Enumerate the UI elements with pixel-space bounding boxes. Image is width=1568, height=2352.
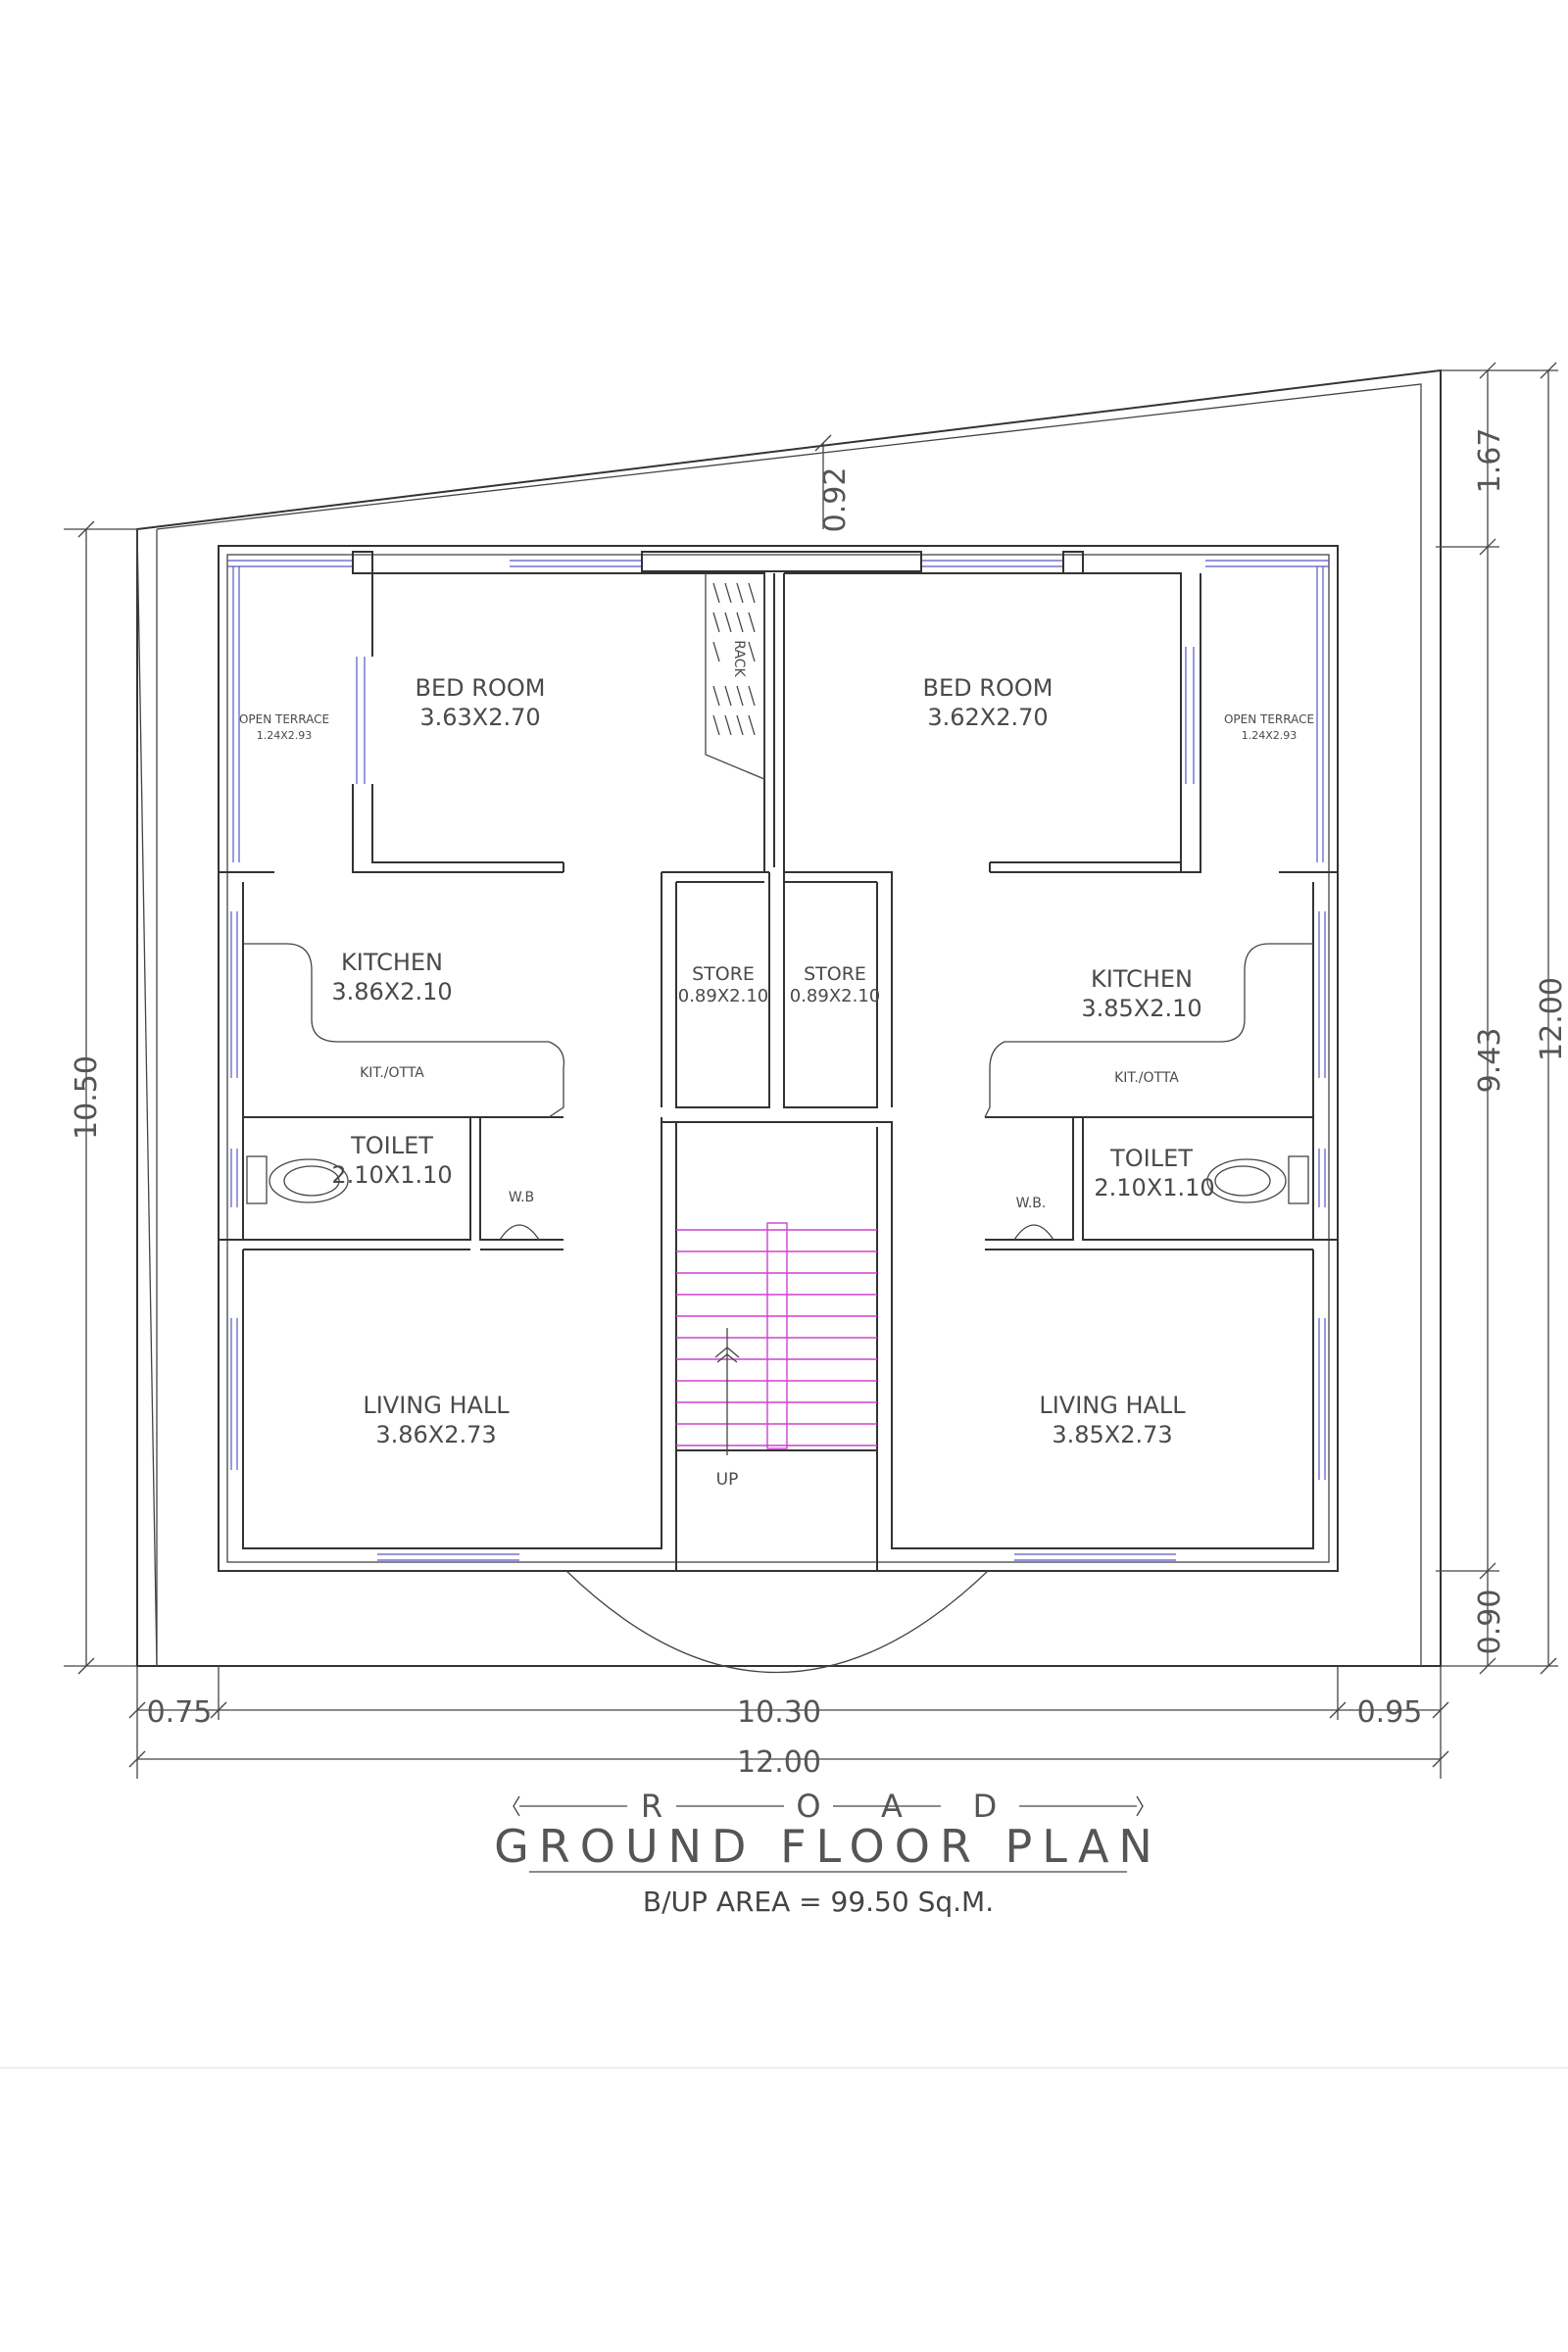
kitchen-left-name: KITCHEN xyxy=(341,949,443,976)
toilet-right: TOILET 2.10X1.10 W.B. xyxy=(985,1116,1326,1250)
kitchen-right: KITCHEN 3.85X2.10 KIT./OTTA xyxy=(984,871,1338,1118)
rack-label: RACK xyxy=(731,640,747,677)
wc-left-icon xyxy=(246,1155,349,1204)
wash-basin-left-icon xyxy=(499,1224,540,1241)
terrace-right-dim: 1.24X2.93 xyxy=(1242,729,1298,742)
toilet-left-name: TOILET xyxy=(350,1132,433,1159)
kit-otta-left: KIT./OTTA xyxy=(360,1065,424,1081)
living-right-name: LIVING HALL xyxy=(1039,1392,1186,1419)
bedroom-right-dim: 3.62X2.70 xyxy=(927,704,1048,731)
dim-bottom-mid: 10.30 xyxy=(737,1695,821,1730)
dim-bottom-right: 0.95 xyxy=(1357,1695,1423,1730)
store-right-name: STORE xyxy=(804,963,866,985)
store-left-dim: 0.89X2.10 xyxy=(678,986,769,1006)
store-right: STORE 0.89X2.10 xyxy=(783,871,893,1108)
kitchen-right-name: KITCHEN xyxy=(1091,965,1193,993)
outer-walls xyxy=(218,545,1339,1572)
living-left-name: LIVING HALL xyxy=(363,1392,510,1419)
terrace-right-name: OPEN TERRACE xyxy=(1224,712,1314,726)
plan-area: B/UP AREA = 99.50 Sq.M. xyxy=(643,1886,994,1918)
road-letter-r: R xyxy=(641,1788,662,1825)
stair-up-label: UP xyxy=(716,1470,739,1490)
staircase: UP xyxy=(661,1117,893,1490)
dim-right-total: 12.00 xyxy=(1535,977,1568,1061)
plan-title: GROUND FLOOR PLAN xyxy=(494,1820,1162,1873)
wash-basin-right-icon xyxy=(1013,1224,1054,1241)
toilet-right-dim: 2.10X1.10 xyxy=(1094,1174,1214,1201)
dim-bottom-left: 0.75 xyxy=(147,1695,213,1730)
dim-right-mid: 9.43 xyxy=(1473,1028,1507,1094)
bedroom-left-dim: 3.63X2.70 xyxy=(419,704,540,731)
store-left: STORE 0.89X2.10 xyxy=(661,871,770,1108)
terrace-left-dim: 1.24X2.93 xyxy=(257,729,313,742)
dim-top-gap: 0.92 xyxy=(818,467,853,533)
toilet-right-name: TOILET xyxy=(1109,1145,1193,1172)
kitchen-right-dim: 3.85X2.10 xyxy=(1081,995,1201,1022)
rack: RACK xyxy=(705,573,765,780)
road-letter-a: A xyxy=(881,1788,903,1825)
toilet-left: TOILET 2.10X1.10 W.B xyxy=(230,1116,564,1250)
plot-inner-boundary xyxy=(156,383,1422,1666)
terrace-right: OPEN TERRACE 1.24X2.93 xyxy=(1224,566,1329,873)
dim-left-height: 10.50 xyxy=(70,1055,104,1140)
terrace-left-name: OPEN TERRACE xyxy=(239,712,329,726)
dimension-lines xyxy=(64,362,1558,1779)
store-right-dim: 0.89X2.10 xyxy=(790,986,881,1006)
top-openings xyxy=(227,551,1329,574)
wb-left: W.B xyxy=(509,1190,534,1205)
entrance-arc xyxy=(565,1570,989,1674)
bedroom-left-name: BED ROOM xyxy=(416,674,546,702)
road-indicator: R O A D xyxy=(513,1788,1144,1825)
dim-right-top: 1.67 xyxy=(1473,428,1507,494)
wb-right: W.B. xyxy=(1016,1196,1047,1211)
dim-right-bottom: 0.90 xyxy=(1473,1590,1507,1655)
terrace-left: OPEN TERRACE 1.24X2.93 xyxy=(227,566,329,873)
living-right-dim: 3.85X2.73 xyxy=(1052,1421,1172,1448)
store-left-name: STORE xyxy=(692,963,755,985)
bedroom-left: BED ROOM 3.63X2.70 xyxy=(352,572,765,873)
kitchen-left-dim: 3.86X2.10 xyxy=(331,978,452,1005)
bedroom-right: BED ROOM 3.62X2.70 xyxy=(783,572,1201,873)
toilet-left-dim: 2.10X1.10 xyxy=(331,1161,452,1189)
bedroom-right-name: BED ROOM xyxy=(923,674,1054,702)
wc-right-icon xyxy=(1206,1155,1309,1204)
kit-otta-right: KIT./OTTA xyxy=(1114,1070,1179,1086)
plot-inner-edge xyxy=(136,528,158,1667)
dimension-labels: 10.50 0.92 1.67 9.43 0.90 12.00 0.75 10.… xyxy=(70,428,1568,1780)
road-letter-o: O xyxy=(796,1788,820,1825)
living-left: LIVING HALL 3.86X2.73 xyxy=(219,1239,677,1571)
living-left-dim: 3.86X2.73 xyxy=(375,1421,496,1448)
road-letter-d: D xyxy=(973,1788,998,1825)
dim-bottom-total: 12.00 xyxy=(737,1745,821,1780)
kitchen-left: KITCHEN 3.86X2.10 KIT./OTTA xyxy=(219,871,565,1118)
living-right: LIVING HALL 3.85X2.73 xyxy=(876,1239,1338,1571)
